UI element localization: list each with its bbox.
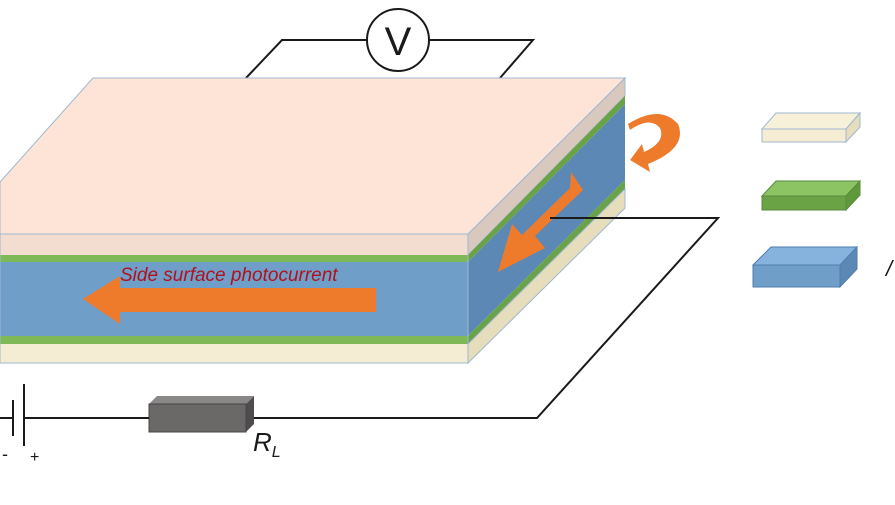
battery-minus-label: - bbox=[2, 444, 8, 464]
front-green-lower bbox=[0, 336, 468, 344]
legend-swatch-1-top bbox=[760, 112, 862, 130]
legend-swatch-3-front bbox=[752, 264, 841, 288]
legend-swatch-bottom-layer bbox=[760, 111, 862, 144]
resistor-label: RL bbox=[253, 427, 281, 461]
front-top-layer bbox=[0, 234, 468, 255]
voltmeter-circle bbox=[366, 8, 430, 72]
voltmeter-wire-left bbox=[245, 39, 367, 79]
resistor-label-sub: L bbox=[272, 444, 281, 461]
slab-top-face bbox=[0, 77, 627, 235]
legend-partial-text: / bbox=[884, 256, 894, 281]
rotation-arrow-body bbox=[628, 114, 680, 172]
resistor-top bbox=[149, 396, 254, 404]
voltmeter-wire-right bbox=[429, 39, 536, 79]
rotation-arrow bbox=[628, 114, 680, 172]
voltmeter: V bbox=[366, 8, 430, 72]
legend-swatch-3-top bbox=[751, 246, 859, 266]
side-green-lower bbox=[468, 180, 625, 344]
legend-swatch-2-front bbox=[761, 195, 847, 211]
legend-swatch-blue-layer bbox=[751, 245, 859, 289]
battery-plus-label: + bbox=[30, 449, 39, 466]
legend-swatch-1-front bbox=[761, 128, 847, 143]
battery bbox=[12, 384, 25, 446]
legend-swatch-2-top bbox=[760, 180, 862, 197]
side-face-arrow bbox=[498, 172, 583, 272]
resistor-side bbox=[246, 396, 254, 432]
legend: / bbox=[751, 111, 894, 289]
photocurrent-arrow bbox=[83, 276, 376, 324]
resistor-front bbox=[148, 403, 247, 433]
resistor-label-main: R bbox=[253, 427, 272, 457]
voltmeter-symbol: V bbox=[385, 20, 412, 64]
front-bottom-layer bbox=[0, 344, 468, 363]
load-resistor bbox=[148, 396, 254, 433]
legend-swatch-green-layer bbox=[760, 179, 862, 212]
front-green-upper bbox=[0, 255, 468, 262]
photocurrent-label: Side surface photocurrent bbox=[120, 265, 338, 286]
circuit-wire-right bbox=[254, 217, 721, 419]
side-green-upper bbox=[468, 96, 625, 262]
